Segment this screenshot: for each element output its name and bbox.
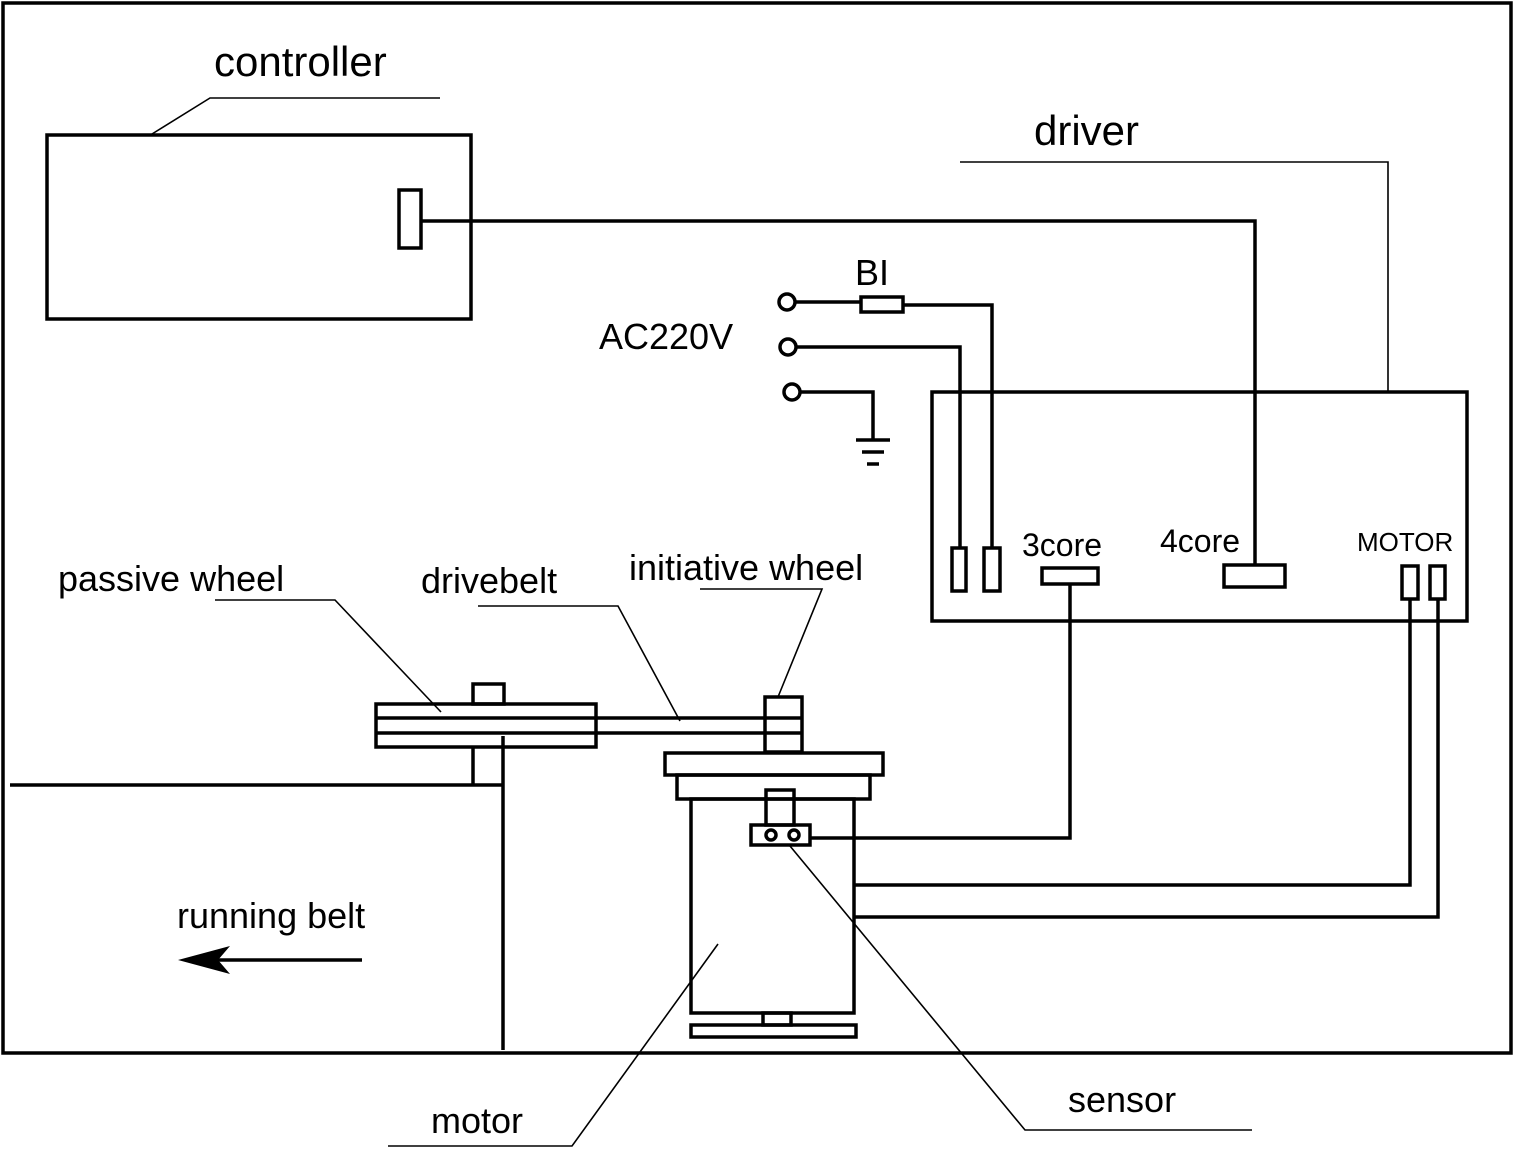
motor-foot-stem (761, 1011, 793, 1027)
power-supply: AC220V BI (599, 252, 994, 548)
initiative-wheel-label: initiative wheel (629, 547, 863, 588)
passive-wheel-label: passive wheel (58, 558, 284, 599)
controller-connector (397, 188, 423, 250)
motor-leader (388, 943, 719, 1147)
motor-cable-1 (853, 599, 1412, 887)
drivebelt-label: drivebelt (421, 560, 557, 601)
3core-sensor-cable (810, 584, 1072, 840)
driver-label: driver (1034, 107, 1139, 154)
driver-block: driver 3core 4core MOTOR (930, 107, 1469, 623)
power-label: AC220V (599, 316, 733, 357)
controller-label: controller (214, 38, 387, 85)
sensor-hole-left (764, 828, 778, 842)
initiative-wheel: initiative wheel (629, 547, 863, 754)
4core-connector (1222, 563, 1287, 589)
drivebelt-leader (478, 605, 681, 722)
passive-wheel-hub (471, 682, 506, 706)
motor-port-terminal-1 (1400, 564, 1420, 601)
initiative-wheel-leader (700, 588, 824, 698)
motor-lower-flange (675, 773, 872, 801)
motor-top-flange (663, 751, 885, 777)
controller-leader (151, 97, 440, 135)
3core-connector (1040, 566, 1100, 586)
motor-port-label: MOTOR (1357, 527, 1453, 557)
passive-wheel: passive wheel (58, 558, 598, 785)
motor: motor (388, 751, 885, 1147)
drivebelt: drivebelt (421, 560, 765, 735)
sensor-leader (789, 845, 1252, 1131)
power-terminal-live (777, 292, 797, 312)
passive-wheel-leader (215, 599, 442, 713)
live-wire (903, 303, 994, 548)
initiative-wheel-body (763, 695, 804, 754)
neutral-wire (796, 345, 962, 548)
4core-label: 4core (1160, 523, 1240, 559)
controller-box (45, 133, 473, 321)
sensor: sensor (749, 788, 1252, 1131)
power-terminal-ground (782, 382, 802, 402)
motor-port-terminal-2 (1428, 564, 1447, 601)
sensor-body (749, 823, 812, 847)
fuse (859, 295, 905, 314)
running-belt-area: running belt (10, 736, 505, 1050)
running-belt-label: running belt (177, 895, 365, 936)
power-terminal-2 (982, 546, 1002, 593)
motor-base-plate (689, 1023, 858, 1039)
running-belt-arrow-head (178, 946, 230, 974)
power-terminal-neutral (778, 337, 798, 357)
outer-frame (1, 1, 1513, 1055)
3core-label: 3core (1022, 527, 1102, 563)
controller-to-4core-cable (421, 219, 1257, 565)
motor-cable-2 (853, 599, 1440, 919)
sensor-hole-right (787, 828, 801, 842)
sensor-mount (764, 788, 796, 827)
controller-block: controller (45, 38, 473, 321)
fuse-label: BI (855, 252, 889, 293)
driver-box (930, 390, 1469, 623)
sensor-label: sensor (1068, 1079, 1176, 1120)
motor-label: motor (431, 1100, 523, 1141)
passive-wheel-body (374, 702, 598, 749)
ground-wire (800, 390, 875, 440)
power-terminal-1 (950, 546, 968, 593)
driver-leader (960, 161, 1389, 391)
